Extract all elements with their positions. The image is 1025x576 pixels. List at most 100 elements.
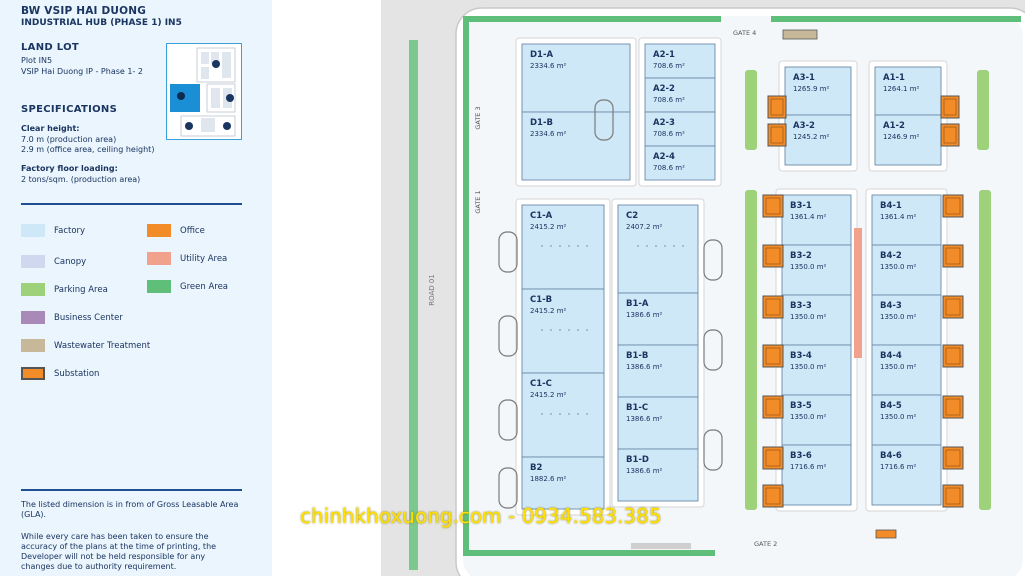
gate-1-label: GATE 1 bbox=[474, 190, 482, 213]
unit-A1-2 bbox=[874, 114, 942, 166]
specifications-heading: SPECIFICATIONS bbox=[21, 104, 118, 115]
office-inner bbox=[945, 449, 961, 467]
legend-item-business-center: Business Center bbox=[21, 311, 123, 324]
unit-area-B3-3: 1350.0 m² bbox=[790, 313, 827, 321]
unit-area-B3-6: 1716.6 m² bbox=[790, 463, 827, 471]
unit-area-A1-1: 1264.1 m² bbox=[883, 85, 920, 93]
unit-B3-2 bbox=[781, 244, 852, 296]
loading-bay bbox=[498, 467, 518, 509]
unit-area-B4-2: 1350.0 m² bbox=[880, 263, 917, 271]
legend-label: Green Area bbox=[180, 281, 229, 292]
unit-id-A3-2: A3-2 bbox=[793, 121, 815, 131]
unit-id-D1-B: D1-B bbox=[530, 118, 553, 128]
unit-id-A2-4: A2-4 bbox=[653, 152, 675, 162]
loading-bay bbox=[498, 399, 518, 441]
office-inner bbox=[945, 247, 961, 265]
unit-id-B1-D: B1-D bbox=[626, 455, 649, 465]
office-block-b3 bbox=[762, 446, 784, 470]
unit-area-B4-5: 1350.0 m² bbox=[880, 413, 917, 421]
unit-A2-1 bbox=[644, 43, 716, 79]
unit-id-B3-3: B3-3 bbox=[790, 301, 812, 311]
unit-area-B4-3: 1350.0 m² bbox=[880, 313, 917, 321]
office-block-b3 bbox=[762, 244, 784, 268]
office-block-b4 bbox=[942, 344, 964, 368]
parking-area bbox=[977, 70, 989, 150]
page-subtitle: INDUSTRIAL HUB (PHASE 1) IN5 bbox=[21, 18, 182, 28]
unit-area-A1-2: 1246.9 m² bbox=[883, 133, 920, 141]
legend-swatch bbox=[21, 255, 45, 268]
office-block-b4 bbox=[942, 395, 964, 419]
unit-id-A1-1: A1-1 bbox=[883, 73, 905, 83]
unit-id-A3-1: A3-1 bbox=[793, 73, 815, 83]
unit-B1-D bbox=[617, 448, 699, 502]
unit-A3-1 bbox=[784, 66, 852, 116]
unit-B2 bbox=[521, 456, 605, 510]
unit-area-C1-A: 2415.2 m² bbox=[530, 223, 567, 231]
parking-area bbox=[745, 190, 757, 510]
office-block-b3 bbox=[762, 395, 784, 419]
legend-swatch bbox=[21, 311, 45, 324]
unit-id-B4-1: B4-1 bbox=[880, 201, 902, 211]
unit-B3-6 bbox=[781, 444, 852, 506]
legend-item-parking-area: Parking Area bbox=[21, 283, 108, 296]
unit-id-B1-A: B1-A bbox=[626, 299, 649, 309]
legend-label: Substation bbox=[54, 368, 100, 379]
unit-area-B1-D: 1386.6 m² bbox=[626, 467, 663, 475]
unit-A2-3 bbox=[644, 111, 716, 147]
unit-id-D1-A: D1-A bbox=[530, 50, 553, 60]
office-block-b3 bbox=[762, 484, 784, 508]
gate-3-label: GATE 3 bbox=[474, 106, 482, 129]
loading-bay bbox=[498, 231, 518, 273]
unit-area-B1-C: 1386.6 m² bbox=[626, 415, 663, 423]
clear-height-label: Clear height: bbox=[21, 124, 80, 133]
unit-id-C2: C2 bbox=[626, 211, 638, 221]
unit-area-B4-6: 1716.6 m² bbox=[880, 463, 917, 471]
office-inner bbox=[765, 197, 781, 215]
gate-2-label: GATE 2 bbox=[754, 540, 777, 548]
legend-swatch bbox=[21, 339, 45, 352]
unit-area-C1-B: 2415.2 m² bbox=[530, 307, 567, 315]
office-inner bbox=[765, 298, 781, 316]
unit-B4-5 bbox=[871, 394, 942, 446]
office-inner bbox=[765, 398, 781, 416]
legend-item-office: Office bbox=[147, 224, 205, 237]
unit-area-A3-2: 1245.2 m² bbox=[793, 133, 830, 141]
unit-area-B3-1: 1361.4 m² bbox=[790, 213, 827, 221]
office-inner bbox=[765, 487, 781, 505]
office-inner bbox=[765, 449, 781, 467]
parking-area bbox=[979, 190, 991, 510]
land-lot-line2: VSIP Hai Duong IP - Phase 1- 2 bbox=[21, 67, 143, 76]
green-strip bbox=[771, 16, 1021, 22]
unit-area-A2-3: 708.6 m² bbox=[653, 130, 685, 138]
office-block-b4 bbox=[942, 244, 964, 268]
unit-B4-6 bbox=[871, 444, 942, 506]
office-inner bbox=[945, 487, 961, 505]
legend-item-factory: Factory bbox=[21, 224, 85, 237]
unit-B3-4 bbox=[781, 344, 852, 396]
substation bbox=[875, 529, 897, 539]
green-strip bbox=[465, 550, 715, 556]
unit-area-B4-1: 1361.4 m² bbox=[880, 213, 917, 221]
unit-area-C1-C: 2415.2 m² bbox=[530, 391, 567, 399]
office-inner bbox=[770, 126, 784, 144]
unit-id-A1-2: A1-2 bbox=[883, 121, 905, 131]
unit-B4-4 bbox=[871, 344, 942, 396]
unit-area-A2-2: 708.6 m² bbox=[653, 96, 685, 104]
land-lot-heading: LAND LOT bbox=[21, 42, 80, 53]
watermark: chinhkhoxuong.com - 0934.583.385 bbox=[300, 504, 662, 528]
unit-id-B4-2: B4-2 bbox=[880, 251, 902, 261]
loading-bay bbox=[703, 329, 723, 371]
legend-swatch bbox=[21, 367, 45, 380]
road-verge bbox=[409, 40, 418, 570]
unit-id-C1-A: C1-A bbox=[530, 211, 553, 221]
loading-bay bbox=[594, 99, 614, 141]
unit-area-B3-5: 1350.0 m² bbox=[790, 413, 827, 421]
floor-loading-value: 2 tons/sqm. (production area) bbox=[21, 175, 141, 184]
unit-area-B3-4: 1350.0 m² bbox=[790, 363, 827, 371]
unit-B3-5 bbox=[781, 394, 852, 446]
legend-label: Canopy bbox=[54, 256, 87, 267]
unit-B1-A bbox=[617, 292, 699, 346]
unit-B4-2 bbox=[871, 244, 942, 296]
loading-bay bbox=[703, 429, 723, 471]
